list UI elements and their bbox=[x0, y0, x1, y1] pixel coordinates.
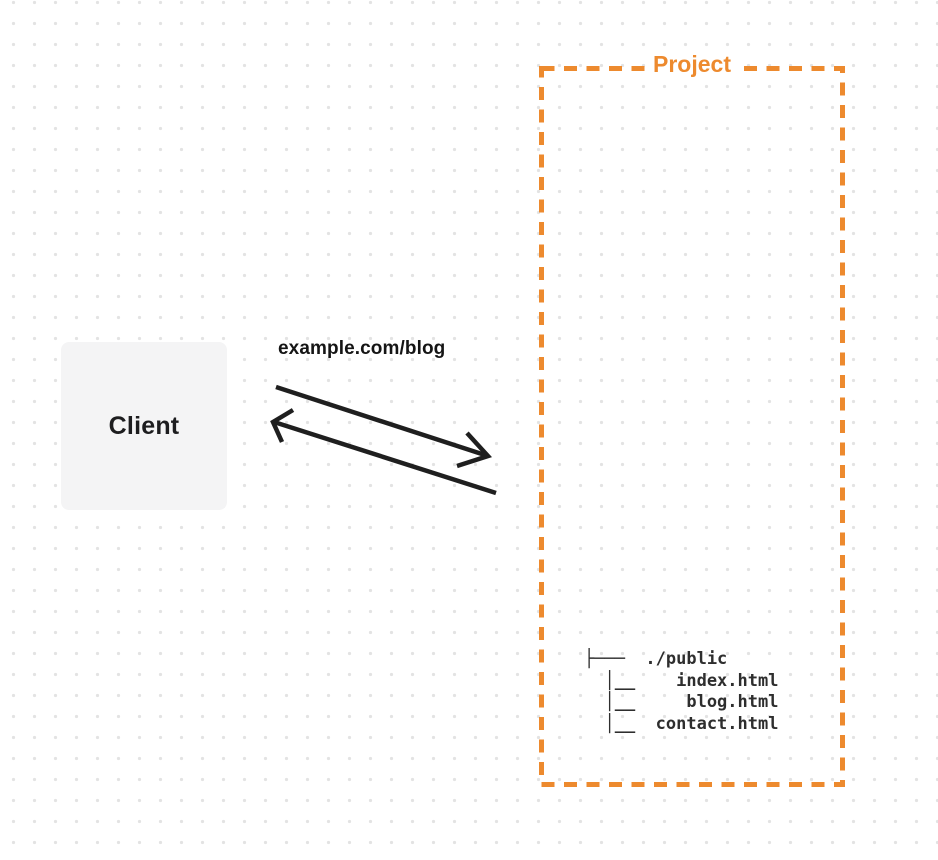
project-dashed-border bbox=[539, 66, 845, 787]
project-container: Project Worker Assets bbox=[539, 50, 845, 787]
request-arrowhead-icon bbox=[456, 431, 493, 469]
file-tree: ├─── ./public │__ index.html │__ blog.ht… bbox=[584, 649, 779, 734]
project-label: Project bbox=[648, 50, 736, 80]
request-arrow-line bbox=[275, 384, 489, 459]
client-node: Client bbox=[61, 342, 227, 510]
response-arrowhead-icon bbox=[270, 408, 295, 443]
request-url-label: example.com/blog bbox=[278, 338, 446, 359]
response-arrow-line bbox=[273, 419, 497, 496]
client-label: Client bbox=[108, 411, 180, 440]
